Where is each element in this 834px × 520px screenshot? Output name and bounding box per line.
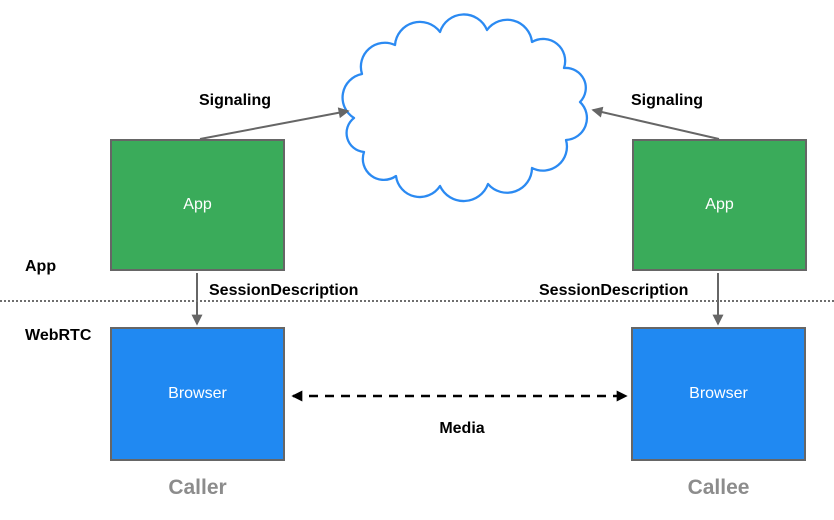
signaling-label-right: Signaling [631, 92, 703, 109]
signaling-arrow-right [591, 106, 720, 140]
layer-divider-dotted-line [0, 300, 834, 302]
caller-caption: Caller [168, 476, 227, 499]
media-label: Media [439, 420, 485, 437]
signaling-arrow-left [199, 107, 350, 140]
app-node-caller: App [110, 139, 285, 271]
browser-node-caller-label: Browser [168, 385, 227, 402]
browser-node-caller: Browser [110, 327, 285, 461]
callee-caption: Callee [687, 476, 750, 499]
app-node-callee-label: App [705, 196, 734, 213]
signaling-label-left: Signaling [199, 92, 271, 109]
session-description-label-left: SessionDescription [209, 282, 359, 299]
layer-label-app: App [25, 258, 57, 275]
app-node-caller-label: App [183, 196, 212, 213]
cloud-shape [341, 13, 589, 203]
app-node-callee: App [632, 139, 807, 271]
session-description-label-right: SessionDescription [539, 282, 689, 299]
layer-label-webrtc: WebRTC [25, 327, 92, 344]
browser-node-callee-label: Browser [689, 385, 748, 402]
browser-node-callee: Browser [631, 327, 806, 461]
